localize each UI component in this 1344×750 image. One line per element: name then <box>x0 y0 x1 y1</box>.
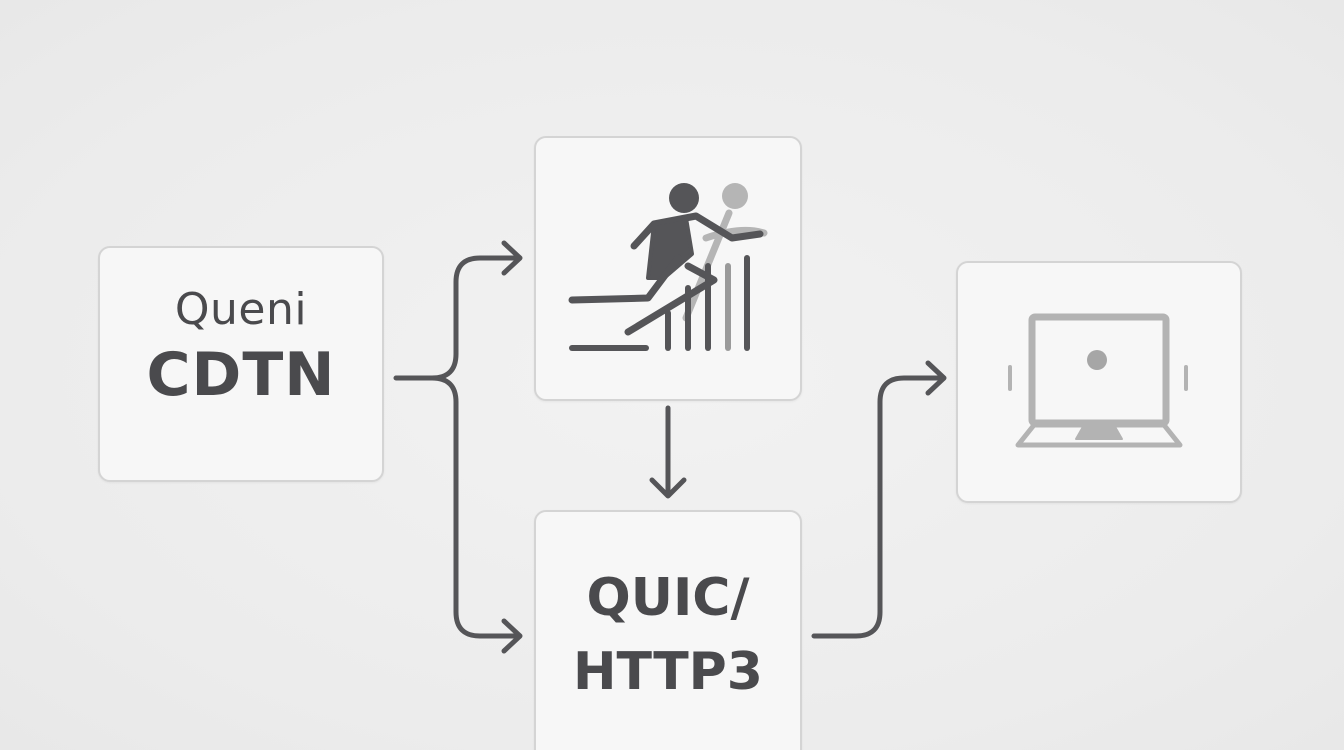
arrowhead-to-top <box>501 240 523 276</box>
node-laptop <box>956 261 1242 503</box>
node-quic-http3: QUIC/ HTTP3 <box>534 510 802 750</box>
arrow-left-to-split <box>393 255 519 381</box>
arrowhead-to-right <box>925 360 947 396</box>
arrowhead-down <box>649 477 687 499</box>
node-label-line1: QUIC/ <box>586 568 750 628</box>
node-label-line2: HTTP3 <box>573 642 763 702</box>
node-label-line2: CDTN <box>146 340 336 410</box>
node-runner <box>534 136 802 401</box>
arrow-split-to-bottom <box>429 375 519 639</box>
node-queni-cdtn: Queni CDTN <box>98 246 384 482</box>
arrowhead-to-bottom <box>501 618 523 654</box>
laptop-icon <box>1008 313 1188 448</box>
node-label-line1: Queni <box>174 284 308 335</box>
runner-speed-icon <box>568 183 768 351</box>
arrow-bottom-to-right <box>811 375 943 639</box>
